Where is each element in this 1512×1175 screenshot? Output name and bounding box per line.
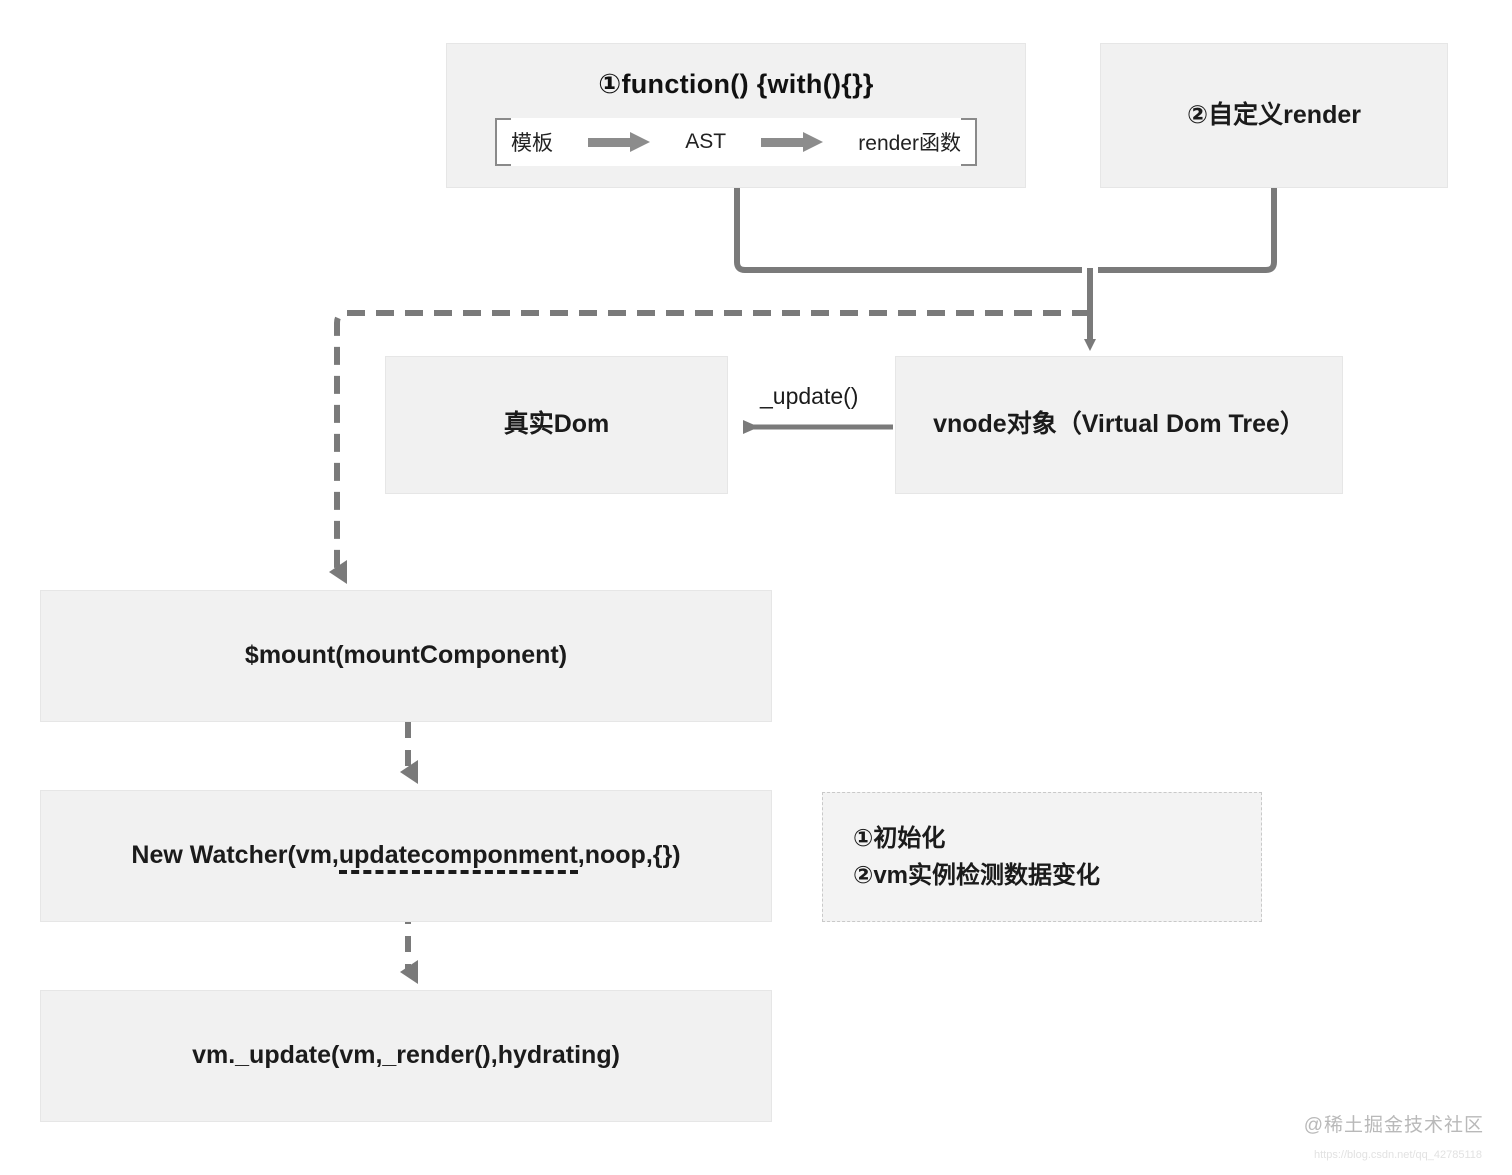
wire-render-to-junction [1098,188,1277,273]
watermark-url: https://blog.csdn.net/qq_42785118 [1314,1149,1482,1161]
wire-label-update: _update() [756,383,863,410]
node-new-watcher-label: New Watcher(vm,updatecomponment,noop,{}) [131,839,681,875]
pipeline-step-render-fn: render函数 [858,132,961,156]
node-custom-render-label: ②自定义render [1187,100,1361,129]
watermark-text: @稀土掘金技术社区 [1303,1115,1484,1136]
node-custom-render[interactable]: ②自定义render [1100,43,1448,188]
note-line-2: ②vm实例检测数据变化 [853,862,1101,889]
right-arrow-icon [761,132,824,153]
node-vm-update[interactable]: vm._update(vm,_render(),hydrating) [40,990,772,1122]
node-vnode-object-label: vnode对象（Virtual Dom Tree） [933,410,1305,439]
node-real-dom-label: 真实Dom [503,410,610,439]
wire-compile-to-junction [734,188,1082,273]
node-mount-component-label: $mount(mountComponent) [244,641,568,670]
node-mount-component[interactable]: $mount(mountComponent) [40,590,772,722]
node-new-watcher[interactable]: New Watcher(vm,updatecomponment,noop,{}) [40,790,772,922]
watcher-underlined-arg: updatecomponment [338,841,578,875]
compile-pipeline-panel: 模板 AST render函数 [495,118,977,167]
node-vm-update-label: vm._update(vm,_render(),hydrating) [192,1041,620,1070]
node-compile-title: ①function() {with(){}} [598,69,874,99]
note-line-1: ①初始化 [853,824,946,852]
node-real-dom[interactable]: 真实Dom [385,356,728,494]
pipeline-step-ast: AST [685,130,727,154]
watcher-prefix: New Watcher(vm, [131,841,339,870]
pipeline-step-template: 模板 [511,132,553,156]
right-arrow-icon [588,132,651,153]
node-vnode-object[interactable]: vnode对象（Virtual Dom Tree） [895,356,1343,494]
watcher-suffix: ,noop,{}) [577,841,681,870]
node-compile-function[interactable]: ①function() {with(){}} 模板 AST render函数 [446,43,1026,188]
note-box: ①初始化 ②vm实例检测数据变化 [822,792,1262,922]
